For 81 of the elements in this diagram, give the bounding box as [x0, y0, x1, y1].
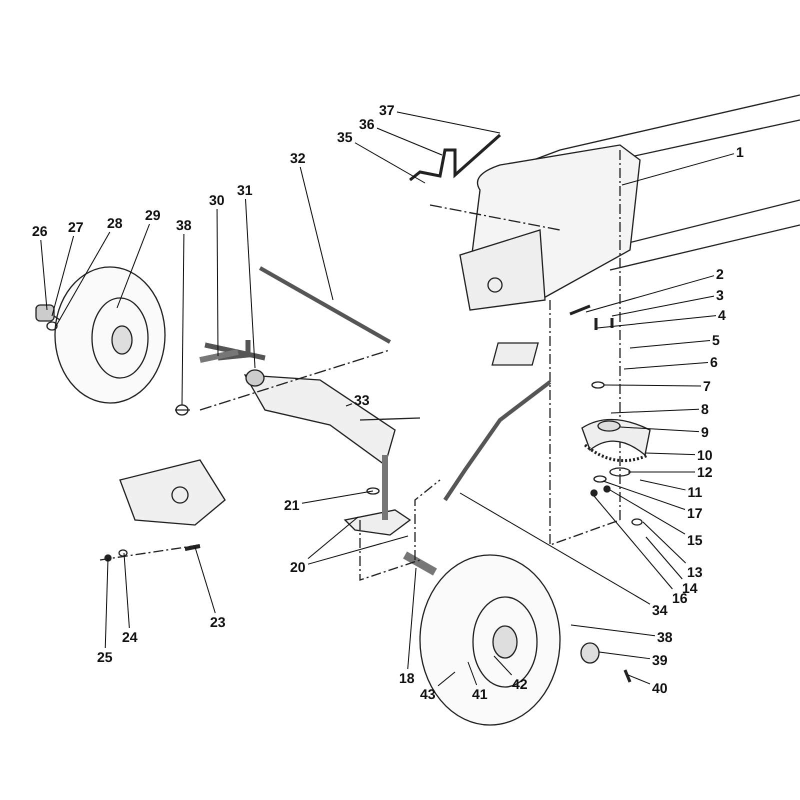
callout-number: 24 — [122, 629, 138, 645]
callout-number: 40 — [652, 680, 668, 696]
callout-number: 26 — [32, 223, 48, 239]
callout-number: 38 — [176, 217, 192, 233]
leader-line — [124, 552, 130, 628]
leader-line — [594, 496, 673, 590]
callout-number: 38 — [657, 629, 673, 645]
leader-line — [308, 536, 408, 565]
leader-line — [56, 232, 110, 326]
leader-line — [612, 296, 714, 316]
leader-line — [598, 652, 650, 660]
callout-number: 9 — [701, 424, 709, 440]
callout-number: 32 — [290, 150, 306, 166]
leader-line — [346, 403, 352, 406]
leader-line — [300, 166, 334, 300]
callout-number: 5 — [712, 332, 720, 348]
leader-line — [182, 234, 184, 406]
callout-number: 3 — [716, 287, 724, 303]
leader-line — [308, 516, 358, 560]
leader-line — [438, 672, 456, 686]
callout-number: 4 — [718, 307, 726, 323]
leader-line — [468, 662, 478, 686]
callout-number: 2 — [716, 266, 724, 282]
callout-number: 28 — [107, 215, 123, 231]
leader-line — [40, 240, 48, 310]
leader-line — [610, 408, 700, 414]
leader-line — [194, 546, 216, 614]
leader-line — [52, 236, 74, 316]
callout-number: 12 — [697, 464, 713, 480]
callout-number: 25 — [97, 649, 113, 665]
leader-line — [216, 208, 218, 356]
leader-line — [630, 340, 710, 348]
callout-number: 20 — [290, 559, 306, 575]
leader-line — [604, 384, 702, 386]
callout-number: 6 — [710, 354, 718, 370]
callout-number: 13 — [687, 564, 703, 580]
callout-number: 33 — [354, 392, 370, 408]
leader-line — [596, 315, 716, 328]
callout-number: 39 — [652, 652, 668, 668]
callout-number: 1 — [736, 144, 744, 160]
callout-number: 7 — [703, 378, 711, 394]
leader-line — [646, 536, 683, 580]
leader-line — [644, 452, 696, 456]
leader-line — [376, 128, 442, 156]
callout-number: 27 — [68, 219, 84, 235]
leader-line — [116, 224, 150, 308]
callout-number: 11 — [688, 484, 702, 500]
callout-number: 37 — [379, 102, 395, 118]
leader-line — [245, 198, 256, 368]
callout-number: 41 — [472, 686, 488, 702]
leader-line — [460, 492, 650, 605]
callout-number: 8 — [701, 401, 709, 417]
leader-line — [396, 112, 500, 134]
leader-line — [620, 426, 700, 432]
callout-number: 10 — [697, 447, 713, 463]
callout-number: 36 — [359, 116, 375, 132]
leader-line — [624, 362, 708, 370]
leader-line — [602, 480, 686, 510]
callout-number: 17 — [687, 505, 703, 521]
leader-line — [570, 624, 656, 636]
callout-number: 15 — [687, 532, 703, 548]
callout-number: 34 — [652, 602, 668, 618]
leader-line — [640, 480, 686, 490]
callout-number: 35 — [337, 129, 353, 145]
callout-number: 23 — [210, 614, 226, 630]
leader-line — [354, 142, 426, 184]
callout-number: 30 — [209, 192, 225, 208]
leader-line — [628, 674, 650, 684]
leader-line — [586, 275, 714, 312]
leader-line — [104, 558, 108, 648]
leader-line — [622, 153, 734, 186]
callout-number: 31 — [237, 182, 253, 198]
callout-number: 43 — [420, 686, 436, 702]
callout-number: 18 — [399, 670, 415, 686]
leader-line — [494, 656, 512, 676]
callout-number: 29 — [145, 207, 161, 223]
leader-line — [407, 568, 416, 670]
leader-line — [610, 490, 686, 535]
callout-number: 21 — [284, 497, 300, 513]
leader-line — [642, 522, 686, 564]
leader-line — [302, 490, 374, 504]
